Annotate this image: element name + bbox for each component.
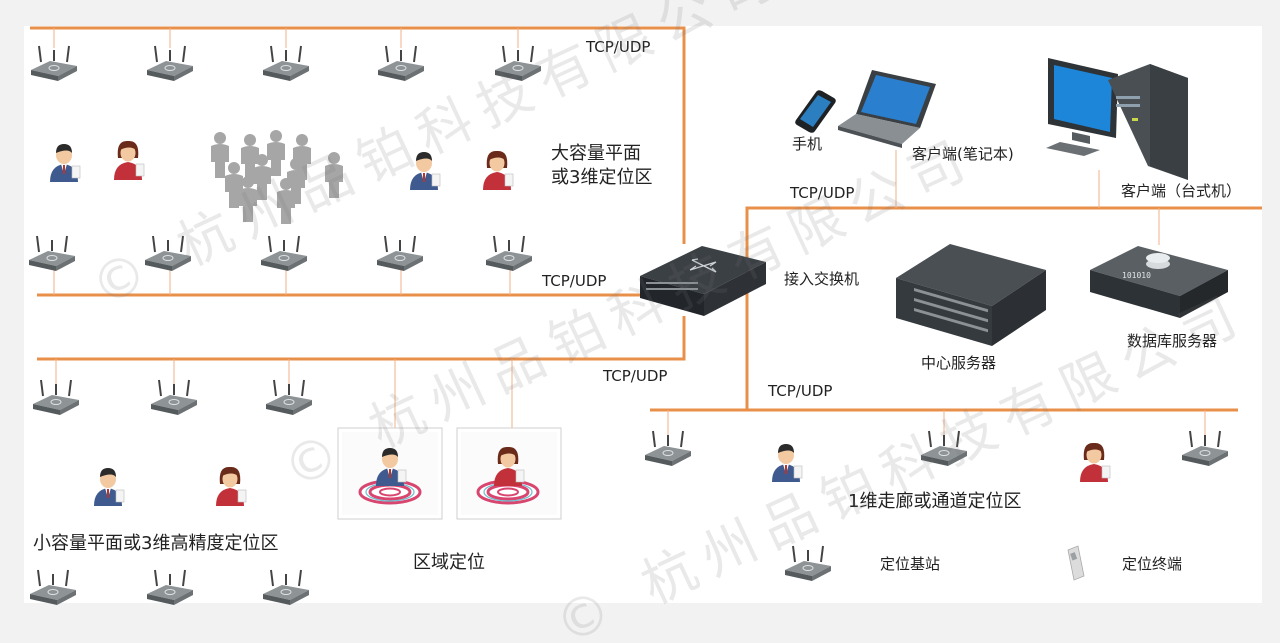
person-icon: [113, 140, 145, 181]
legend-terminal-icon: [1067, 545, 1085, 581]
person-icon: [93, 467, 125, 507]
device-label-center-server: 中心服务器: [921, 354, 997, 372]
device-label-db-server: 数据库服务器: [1127, 332, 1218, 350]
switch-icon: [640, 246, 766, 316]
device-label-desktop: 客户端（台式机）: [1121, 182, 1242, 200]
link-label-corridor: TCP/UDP: [768, 382, 833, 400]
person-icon: [49, 143, 81, 183]
device-label-phone: 手机: [792, 135, 823, 153]
zone-label-small: 小容量平面或3维高精度定位区: [33, 533, 279, 554]
person-icon: [771, 443, 803, 483]
desktop-icon: [1046, 58, 1188, 180]
bus-lower: [37, 316, 686, 361]
legend-label-terminal: 定位终端: [1122, 555, 1183, 573]
region-frame-2: [456, 427, 562, 520]
device-label-switch: 接入交换机: [784, 270, 860, 288]
zone-label-corridor: 1维走廊或通道定位区: [848, 491, 1022, 512]
legend-label-base-station: 定位基站: [880, 555, 941, 573]
db-server-icon: 101010: [1090, 246, 1228, 318]
link-label-lower: TCP/UDP: [603, 367, 668, 385]
link-label-client: TCP/UDP: [790, 184, 855, 202]
phone-icon: [795, 90, 836, 133]
zone-label-large: 大容量平面 或3维定位区: [551, 143, 653, 188]
device-label-laptop: 客户端(笔记本): [912, 145, 1014, 163]
person-icon: [215, 466, 247, 507]
zone-label-region: 区域定位: [413, 552, 485, 573]
region-frame-1: [337, 427, 443, 520]
link-label-top: TCP/UDP: [586, 38, 651, 56]
link-label-mid: TCP/UDP: [542, 272, 607, 290]
center-server-icon: [896, 244, 1046, 346]
person-icon: [409, 151, 441, 191]
laptop-icon: [838, 70, 936, 148]
bus-top: [30, 26, 686, 244]
person-icon: [482, 150, 514, 191]
crowd-icon: [211, 130, 343, 224]
svg-text:101010: 101010: [1122, 271, 1151, 280]
person-icon: [1079, 442, 1111, 483]
